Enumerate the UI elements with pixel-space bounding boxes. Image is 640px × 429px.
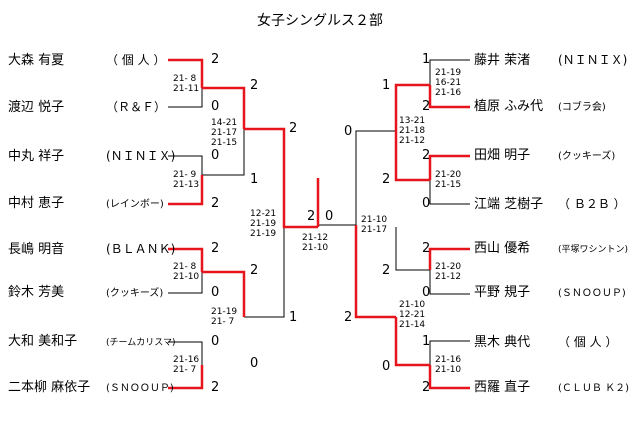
page-title: 女子シングルス２部: [257, 13, 383, 29]
seed-r-r1-4-top: 1: [422, 334, 431, 349]
score-r-r1-4: 21-16 21-10: [435, 355, 462, 375]
player-name: 中丸 祥子: [8, 149, 65, 164]
score-r-r1-2: 21-20 21-15: [435, 170, 462, 190]
player-name: 大森 有夏: [8, 53, 65, 68]
player-team: (ＢＬＡＮＫ): [106, 242, 176, 256]
final-games: 21-12 21-10: [302, 233, 329, 253]
seed-r-r2-2-top: 2: [382, 263, 391, 278]
seed-r-r3-top: 0: [344, 124, 353, 139]
player-name: 藤井 茉渚: [474, 53, 531, 68]
player-name: 西山 優希: [474, 241, 531, 256]
player-team: (クッキーズ): [106, 288, 164, 299]
seed-r-r3-bottom: 2: [344, 310, 353, 325]
player-name: 中村 恵子: [8, 196, 65, 211]
score-l-r1-4: 21-16 21- 7: [173, 355, 200, 375]
seed-l-r3-bottom: 1: [289, 310, 298, 325]
seed-l-r1-1-bottom: 0: [211, 99, 220, 114]
player-left-1: 大森 有夏 （ 個 人 ）: [8, 52, 165, 69]
player-team: （Ｒ＆Ｆ）: [106, 100, 167, 114]
player-team: （ 個 人 ）: [106, 53, 166, 67]
player-name: 平野 規子: [474, 285, 531, 300]
player-left-5: 長嶋 明音 (ＢＬＡＮＫ): [8, 241, 175, 258]
player-left-3: 中丸 祥子 (ＮＩＮＩＸ): [8, 148, 175, 165]
player-name: 西羅 直子: [474, 380, 531, 395]
player-right-6: 平野 規子 (ＳＮＯＯＵＰ): [474, 285, 626, 302]
player-name: 二本柳 麻依子: [8, 380, 91, 395]
player-team: (ＮＩＮＩＸ): [106, 149, 176, 163]
seed-r-r1-1-bottom: 2: [422, 99, 431, 114]
player-team: (レインボー): [106, 199, 164, 210]
player-team: （ 個 人 ）: [558, 335, 618, 349]
score-r-r2-2: 21-10 12-21 21-14: [399, 300, 426, 330]
player-left-2: 渡辺 悦子 （Ｒ＆Ｆ）: [8, 99, 166, 116]
player-team: (ＳＮＯＯＵＰ): [558, 288, 626, 299]
seed-l-r2-2-top: 2: [250, 263, 259, 278]
score-l-r1-3: 21- 8 21-10: [173, 262, 200, 282]
player-team: (ＣＬＵＢ Ｋ２): [558, 383, 629, 394]
score-r-r3: 21-10 21-17: [361, 215, 388, 235]
player-team: (ＳＮＯＯＵＰ): [106, 383, 174, 394]
player-team: (チームカリスマ): [106, 338, 176, 348]
player-name: 渡辺 悦子: [8, 100, 65, 115]
player-right-4: 江端 芝樹子 （ Ｂ２Ｂ ）: [474, 196, 626, 213]
seed-l-r1-4-bottom: 2: [211, 380, 220, 395]
seed-r-r1-3-bottom: 0: [422, 285, 431, 300]
player-right-3: 田畑 明子 (クッキーズ): [474, 148, 615, 165]
player-name: 黒木 典代: [474, 335, 531, 350]
player-right-1: 藤井 茉渚 (ＮＩＮＩＸ): [474, 52, 627, 69]
player-name: 長嶋 明音: [8, 242, 65, 257]
player-right-7: 黒木 典代 （ 個 人 ）: [474, 334, 617, 351]
player-left-8: 二本柳 麻依子 (ＳＮＯＯＵＰ): [8, 380, 174, 397]
seed-l-r2-1-bottom: 1: [250, 172, 259, 187]
seed-r-r1-2-bottom: 0: [422, 196, 431, 211]
seed-r-r2-2-bottom: 0: [382, 359, 391, 374]
seed-r-r1-1-top: 1: [422, 52, 431, 67]
player-right-8: 西羅 直子 (ＣＬＵＢ Ｋ２): [474, 380, 629, 397]
player-team: (クッキーズ): [558, 151, 616, 162]
seed-r-r1-2-top: 2: [422, 148, 431, 163]
seed-l-r1-2-top: 0: [211, 148, 220, 163]
seed-r-r1-3-top: 2: [422, 241, 431, 256]
seed-r-r1-4-bottom: 2: [422, 380, 431, 395]
seed-l-r2-2-bottom: 0: [250, 356, 259, 371]
score-l-r1-1: 21- 8 21-11: [173, 74, 200, 94]
score-r-r2-1: 13-21 21-18 21-12: [399, 116, 426, 146]
seed-l-r1-3-top: 2: [211, 241, 220, 256]
score-l-r3: 12-21 21-19 21-19: [250, 209, 277, 239]
player-name: 大和 美和子: [8, 334, 78, 349]
score-l-r2-1: 14-21 21-17 21-15: [211, 118, 238, 148]
final-right-score: 0: [325, 209, 334, 224]
player-right-5: 西山 優希 (平塚ワシントン): [474, 241, 628, 258]
player-team: (コブラ会): [558, 102, 606, 113]
final-left-score: 2: [307, 209, 316, 224]
player-team: (平塚ワシントン): [558, 245, 629, 255]
seed-l-r1-4-top: 0: [211, 334, 220, 349]
player-team: （ Ｂ２Ｂ ）: [558, 197, 626, 211]
player-left-6: 鈴木 芳美 (クッキーズ): [8, 285, 163, 302]
seed-r-r2-1-bottom: 2: [382, 172, 391, 187]
player-team: (ＮＩＮＩＸ): [558, 53, 628, 67]
seed-l-r3-top: 2: [289, 121, 298, 136]
player-right-2: 植原 ふみ代 (コブラ会): [474, 99, 606, 116]
score-l-r1-2: 21- 9 21-13: [173, 170, 200, 190]
seed-r-r2-1-top: 1: [382, 78, 391, 93]
player-name: 田畑 明子: [474, 148, 531, 163]
player-left-4: 中村 恵子 (レインボー): [8, 196, 164, 213]
seed-l-r1-2-bottom: 2: [211, 196, 220, 211]
player-name: 鈴木 芳美: [8, 285, 65, 300]
player-left-7: 大和 美和子 (チームカリスマ): [8, 334, 175, 351]
player-name: 植原 ふみ代: [474, 99, 544, 114]
score-r-r1-1: 21-19 16-21 21-16: [435, 68, 462, 98]
score-r-r1-3: 21-20 21-12: [435, 262, 462, 282]
seed-l-r2-1-top: 2: [250, 78, 259, 93]
player-name: 江端 芝樹子: [474, 197, 544, 212]
seed-l-r1-3-bottom: 0: [211, 285, 220, 300]
score-l-r2-2: 21-19 21- 7: [211, 307, 238, 327]
seed-l-r1-1-top: 2: [211, 52, 220, 67]
